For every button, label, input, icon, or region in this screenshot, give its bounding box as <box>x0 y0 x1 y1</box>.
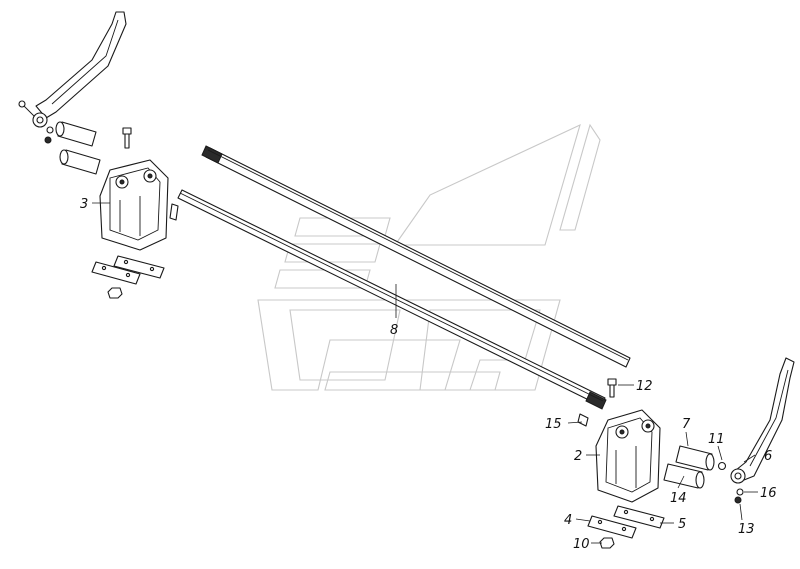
callout-4: 4 <box>564 513 572 528</box>
lever-right-6 <box>730 357 795 484</box>
callout-10: 10 <box>573 537 590 552</box>
callout-8: 8 <box>390 323 398 338</box>
callout-12: 12 <box>636 379 653 394</box>
cotter-pin-15 <box>577 413 589 427</box>
cotter-pin-left <box>169 203 179 221</box>
nut-right-13 <box>734 496 742 504</box>
plate-left-2 <box>113 255 165 279</box>
bolt-right-12 <box>607 378 617 398</box>
callout-5: 5 <box>678 517 686 532</box>
long-rod-upper <box>201 145 631 368</box>
callout-13: 13 <box>738 522 755 537</box>
bushing-right-14 <box>663 463 705 489</box>
callout-2: 2 <box>574 449 582 464</box>
callout-15: 15 <box>545 417 562 432</box>
long-rod-8 <box>177 189 607 410</box>
callout-3: 3 <box>80 197 88 212</box>
washer-right-11 <box>717 461 727 471</box>
leader-lines <box>92 202 758 544</box>
bushing-right-7 <box>675 445 715 471</box>
lever-left <box>18 11 127 128</box>
washer-left <box>46 126 54 134</box>
nut-right-10 <box>599 537 615 549</box>
callout-6: 6 <box>764 449 772 464</box>
callout-16: 16 <box>760 486 777 501</box>
nut-left-bottom <box>107 287 123 299</box>
bracket-right-2 <box>595 409 661 503</box>
bracket-left-3 <box>99 159 169 251</box>
callout-14: 14 <box>670 491 687 506</box>
bushing-left-upper <box>55 121 97 147</box>
nut-left <box>44 136 52 144</box>
callout-11: 11 <box>708 432 725 447</box>
plate-left-1 <box>91 261 141 285</box>
plate-right-4 <box>587 515 637 539</box>
bushing-left-lower <box>59 149 101 175</box>
washer-right-16 <box>736 488 744 496</box>
callout-7: 7 <box>682 417 691 432</box>
plate-right-5 <box>613 505 665 529</box>
bolt-left <box>122 127 132 149</box>
